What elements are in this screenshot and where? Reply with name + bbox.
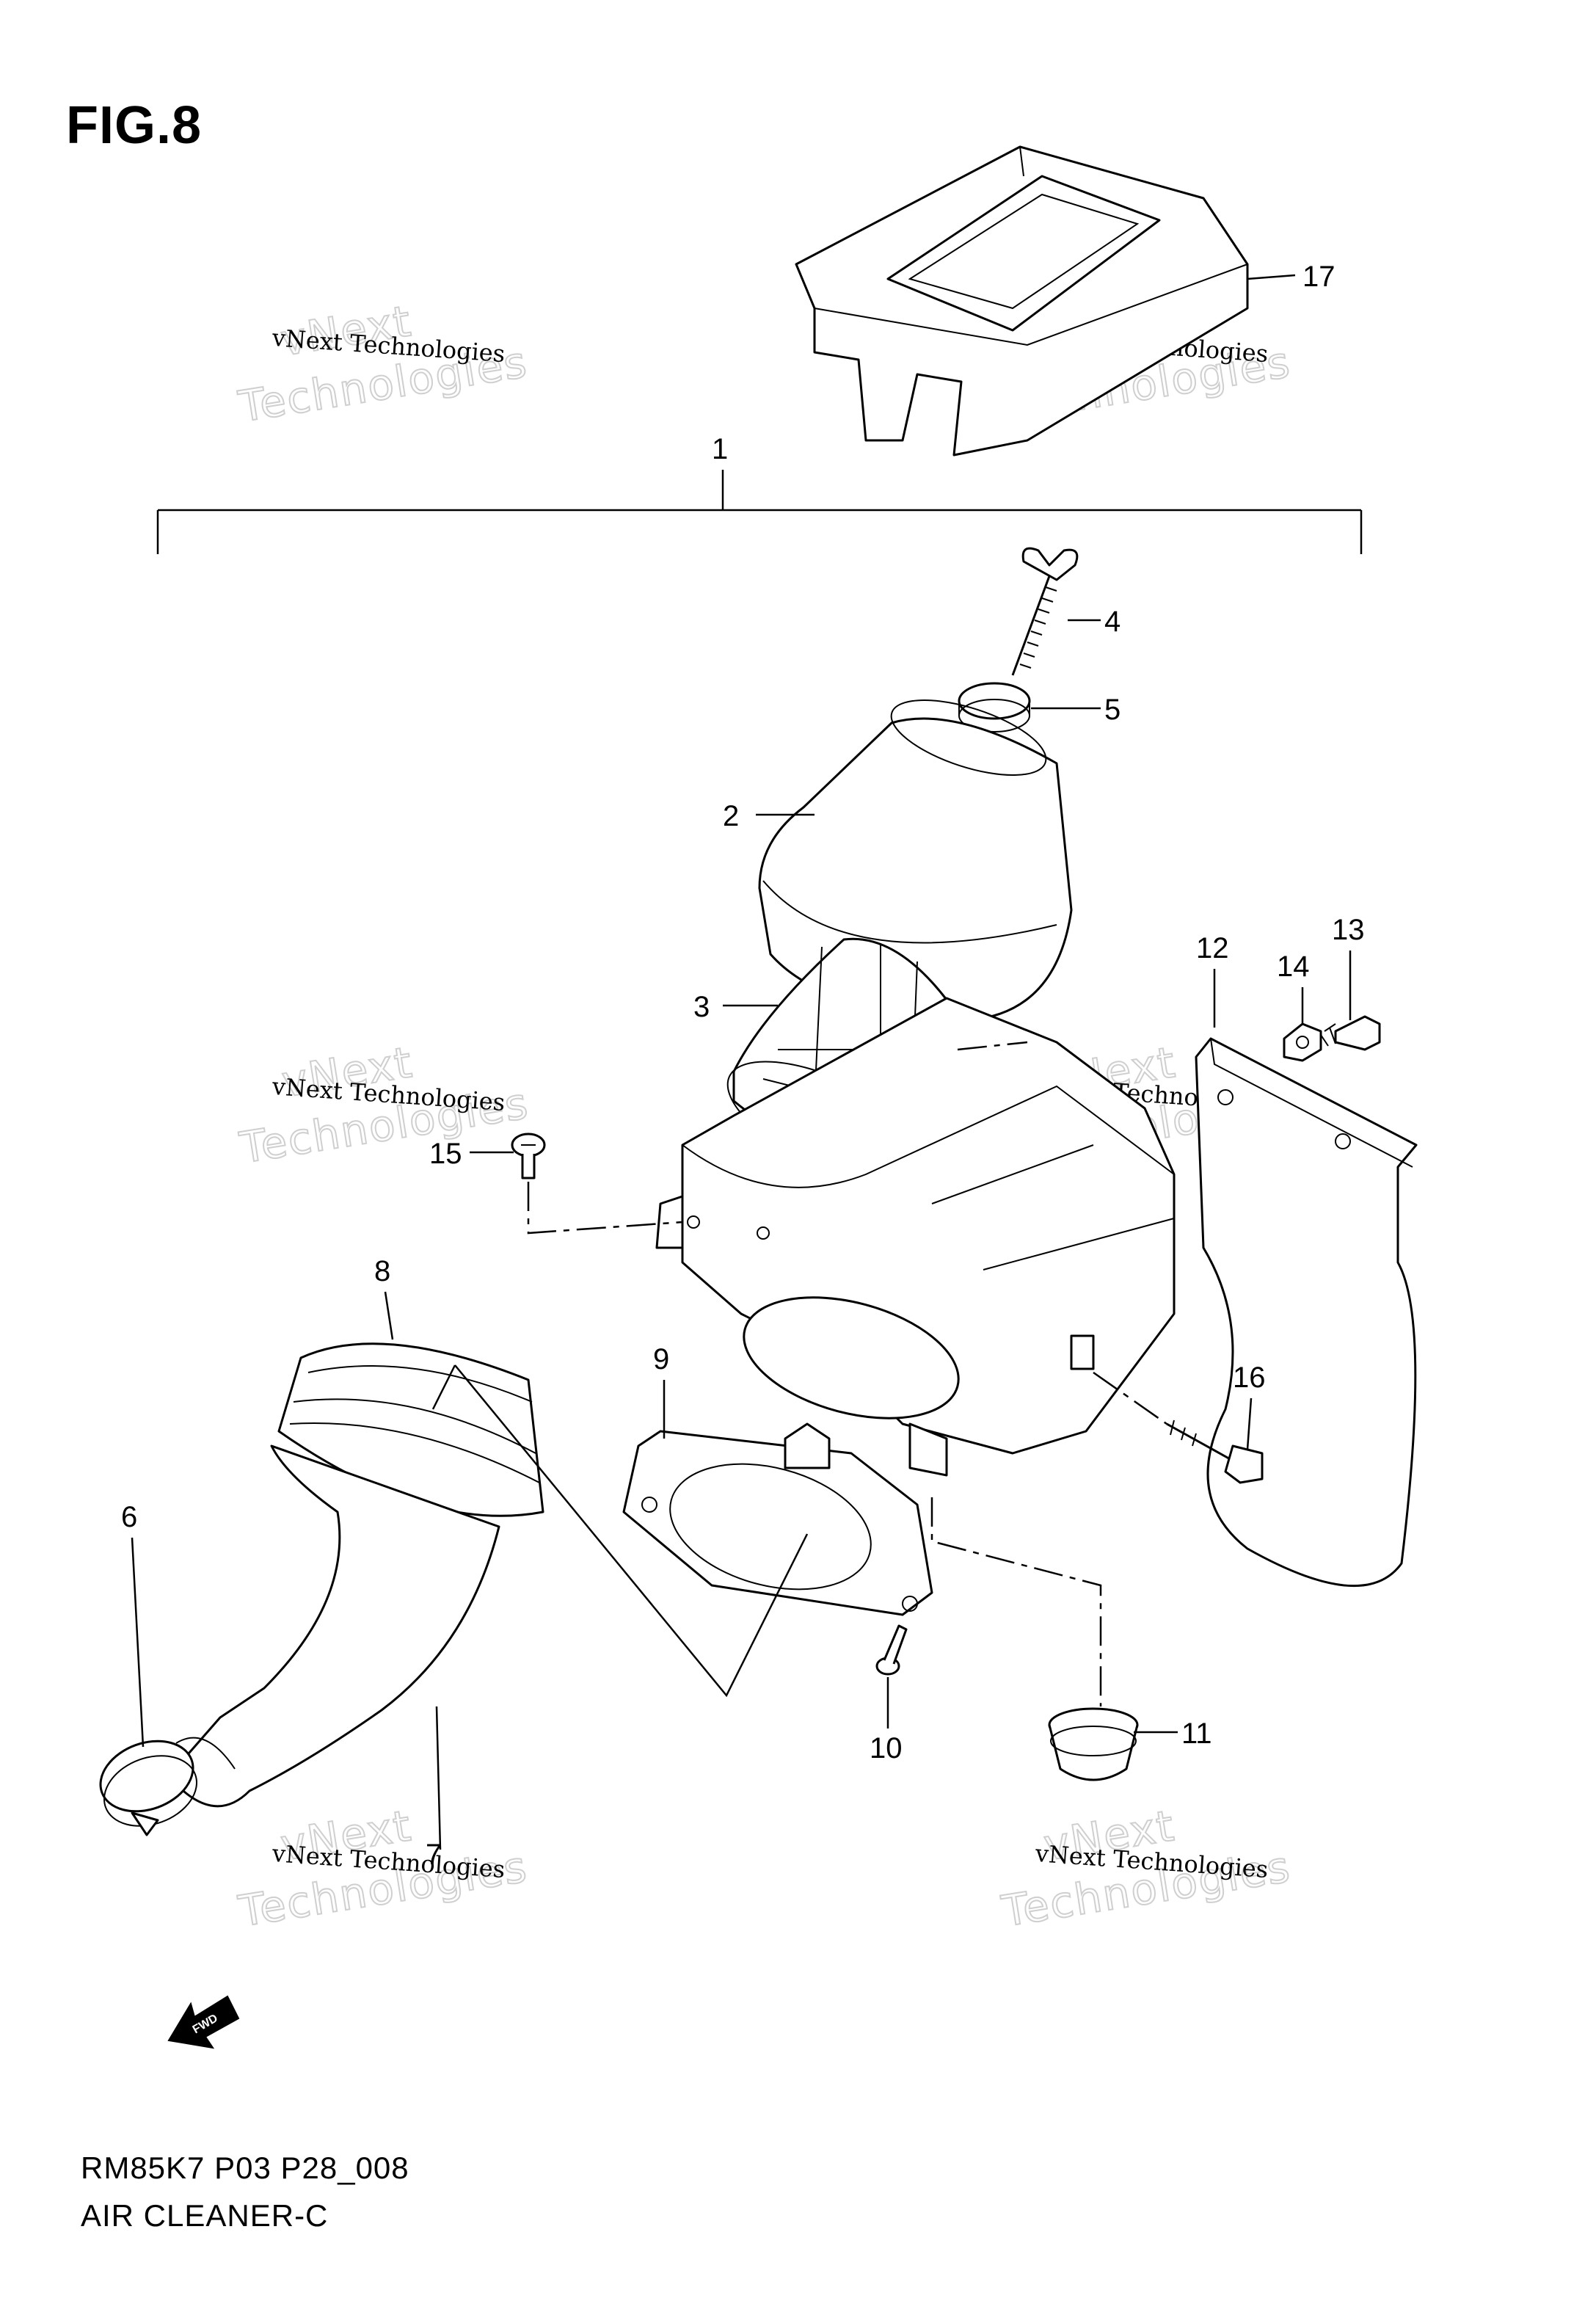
part-11-drain-cap: [1048, 1707, 1139, 1781]
part-8-boot-collar: [277, 1342, 544, 1517]
part-7-intake-boot: [167, 1444, 500, 1808]
callout-1-bracket: [156, 470, 1363, 554]
part-6-clamp: [99, 1737, 236, 1836]
part-12-side-plate: [1195, 1037, 1418, 1588]
part-4-wing-bolt: [1011, 547, 1079, 676]
diagram-name: AIR CLEANER-C: [81, 2198, 329, 2233]
callout-4: 4: [1104, 606, 1121, 638]
callout-14: 14: [1277, 950, 1310, 983]
callout-7: 7: [426, 1839, 442, 1871]
callout-9: 9: [653, 1343, 669, 1375]
callout-1: 1: [712, 433, 728, 465]
fwd-arrow-icon: FWD: [167, 1995, 240, 2049]
part-10-screw: [875, 1624, 908, 1676]
air-cleaner-box: [655, 997, 1176, 1477]
figure-title: FIG.8: [66, 96, 203, 155]
callout-3: 3: [693, 991, 710, 1023]
assembly-triangle-lines: [431, 1364, 809, 1698]
callout-10: 10: [870, 1732, 903, 1764]
part-15-screw: [511, 1133, 546, 1179]
callout-5: 5: [1104, 694, 1121, 726]
part-17-frame-cover: [795, 145, 1249, 457]
leader-lines: [131, 274, 1352, 1850]
part-13-bolt: [1320, 1015, 1381, 1051]
callout-8: 8: [374, 1255, 390, 1287]
callout-2: 2: [723, 800, 739, 832]
part-14-nut: [1283, 1022, 1322, 1062]
callout-15: 15: [429, 1138, 462, 1170]
callout-11: 11: [1181, 1717, 1212, 1750]
callout-12: 12: [1196, 932, 1229, 964]
part-9-holder-plate: [622, 1422, 933, 1616]
assembly-center-lines: [527, 1041, 1167, 1706]
callout-17: 17: [1302, 261, 1336, 293]
part-16-long-bolt: [1166, 1419, 1264, 1484]
diagram-code: RM85K7 P03 P28_008: [81, 2151, 409, 2185]
callout-16: 16: [1233, 1362, 1266, 1394]
callout-13: 13: [1332, 914, 1365, 946]
callout-6: 6: [121, 1501, 137, 1533]
